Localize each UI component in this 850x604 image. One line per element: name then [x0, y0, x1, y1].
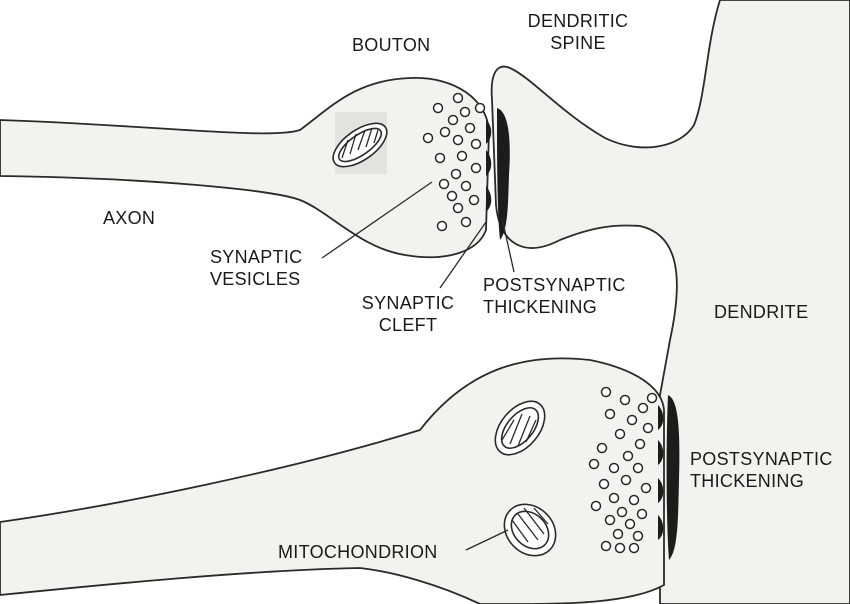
upper-presynaptic-densities	[486, 120, 491, 212]
label-synaptic-cleft-line1: SYNAPTIC	[345, 292, 471, 314]
label-mitochondrion: MITOCHONDRION	[278, 541, 438, 563]
label-postsynaptic-thickening-upper-line2: THICKENING	[483, 296, 626, 318]
label-synaptic-cleft: SYNAPTIC CLEFT	[345, 292, 471, 336]
label-bouton: BOUTON	[352, 34, 430, 56]
label-postsynaptic-thickening-upper: POSTSYNAPTIC THICKENING	[483, 274, 626, 318]
label-postsynaptic-thickening-lower: POSTSYNAPTIC THICKENING	[690, 448, 833, 492]
label-synaptic-vesicles-line2: VESICLES	[210, 268, 302, 290]
label-dendritic-spine: DENDRITIC SPINE	[510, 10, 646, 54]
label-postsynaptic-thickening-lower-line1: POSTSYNAPTIC	[690, 448, 833, 470]
label-postsynaptic-thickening-upper-line1: POSTSYNAPTIC	[483, 274, 626, 296]
upper-mitochondrion	[326, 112, 394, 175]
label-axon: AXON	[103, 207, 155, 229]
label-synaptic-vesicles: SYNAPTIC VESICLES	[210, 246, 302, 290]
label-dendritic-spine-line2: SPINE	[510, 32, 646, 54]
lower-axon-bouton	[0, 358, 664, 604]
label-dendritic-spine-line1: DENDRITIC	[510, 10, 646, 32]
upper-axon-bouton	[0, 78, 489, 257]
label-dendrite: DENDRITE	[714, 301, 808, 323]
label-synaptic-cleft-line2: CLEFT	[345, 314, 471, 336]
label-synaptic-vesicles-line1: SYNAPTIC	[210, 246, 302, 268]
label-postsynaptic-thickening-lower-line2: THICKENING	[690, 470, 833, 492]
